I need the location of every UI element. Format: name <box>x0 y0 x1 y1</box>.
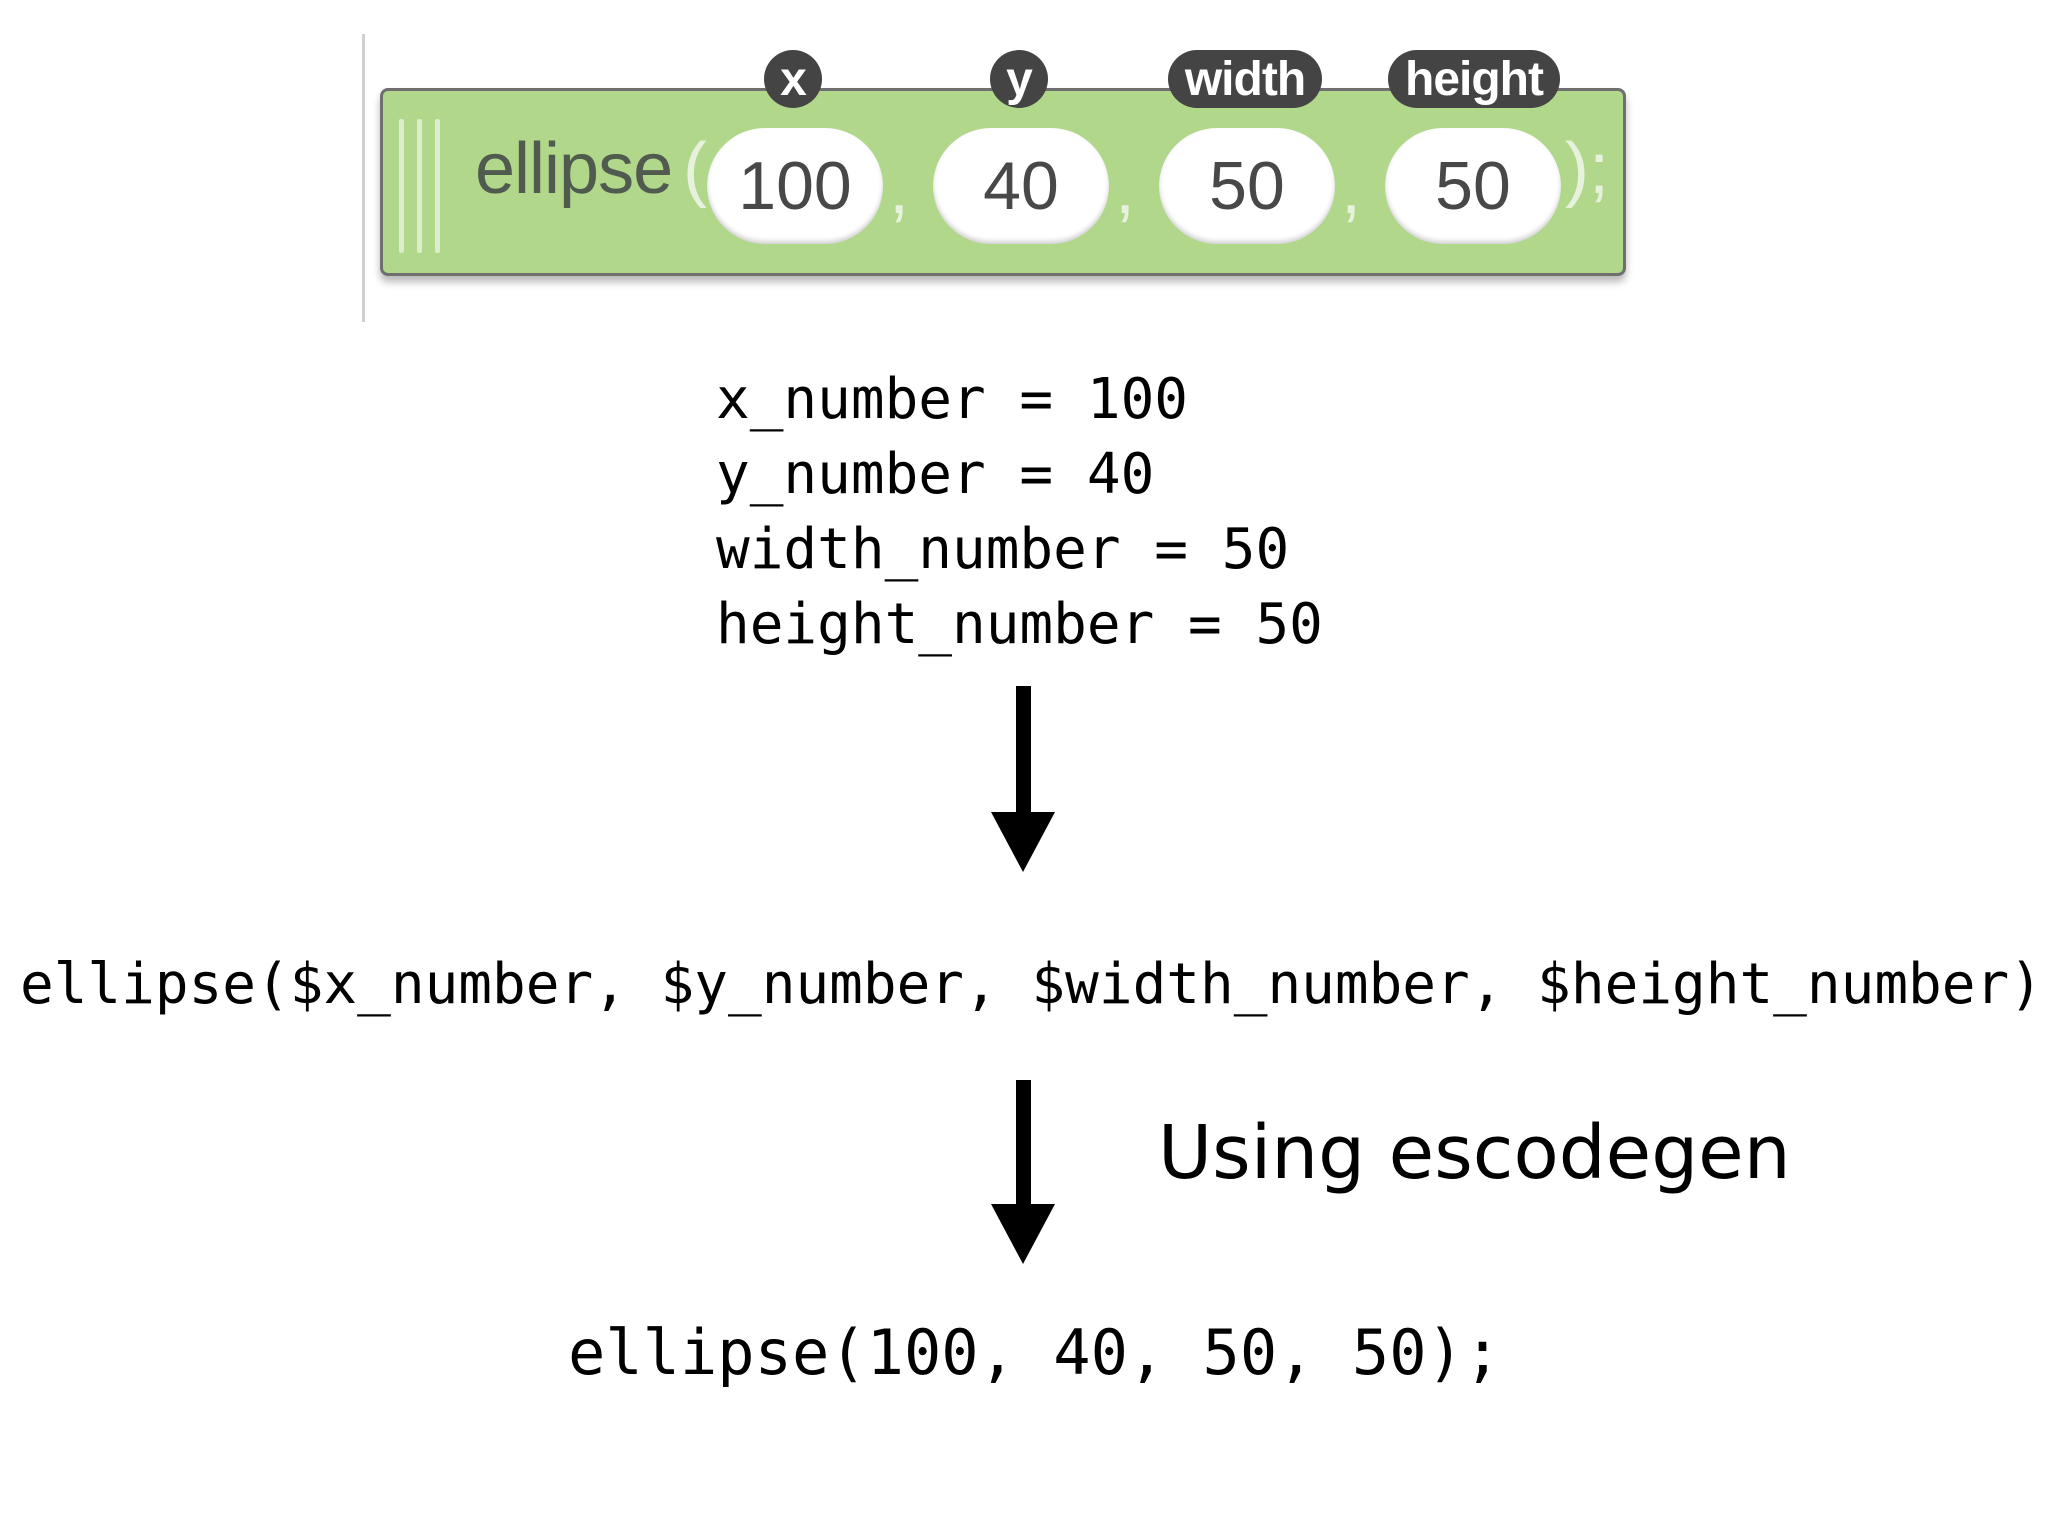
block-open-paren: ( <box>683 129 707 209</box>
block-grip-line <box>435 119 440 253</box>
block-separator: , <box>1115 149 1136 229</box>
height-param-tag: height <box>1388 50 1560 108</box>
block-close: ); <box>1565 129 1609 209</box>
block-grip-line <box>399 119 404 253</box>
block-function-name: ellipse <box>475 129 673 209</box>
x-value-slot[interactable]: 100 <box>707 128 883 244</box>
width-value-slot[interactable]: 50 <box>1159 128 1335 244</box>
assignment-line: x_number = 100 <box>716 367 1189 432</box>
arrow-down-icon <box>991 1204 1055 1264</box>
arrow-down-shaft <box>1016 1080 1031 1208</box>
y-param-tag: y <box>990 50 1048 108</box>
arrow-down-icon <box>991 812 1055 872</box>
height-value-slot[interactable]: 50 <box>1385 128 1561 244</box>
assignment-line: y_number = 40 <box>716 442 1155 507</box>
workspace-edge <box>362 34 365 322</box>
block-separator: , <box>1341 149 1362 229</box>
y-value-slot[interactable]: 40 <box>933 128 1109 244</box>
block-separator: , <box>889 149 910 229</box>
template-code: ellipse($x_number, $y_number, $width_num… <box>20 952 2048 1017</box>
arrow-down-shaft <box>1016 686 1031 816</box>
width-param-tag: width <box>1168 50 1322 108</box>
ellipse-block[interactable]: ellipse ( 100 , 40 , 50 , 50 ); <box>380 88 1626 276</box>
x-param-tag: x <box>764 50 822 108</box>
assignment-line: height_number = 50 <box>716 592 1323 657</box>
assignment-line: width_number = 50 <box>716 517 1290 582</box>
step-label: Using escodegen <box>1158 1110 1791 1196</box>
output-code: ellipse(100, 40, 50, 50); <box>568 1316 1502 1389</box>
block-grip-line <box>417 119 422 253</box>
